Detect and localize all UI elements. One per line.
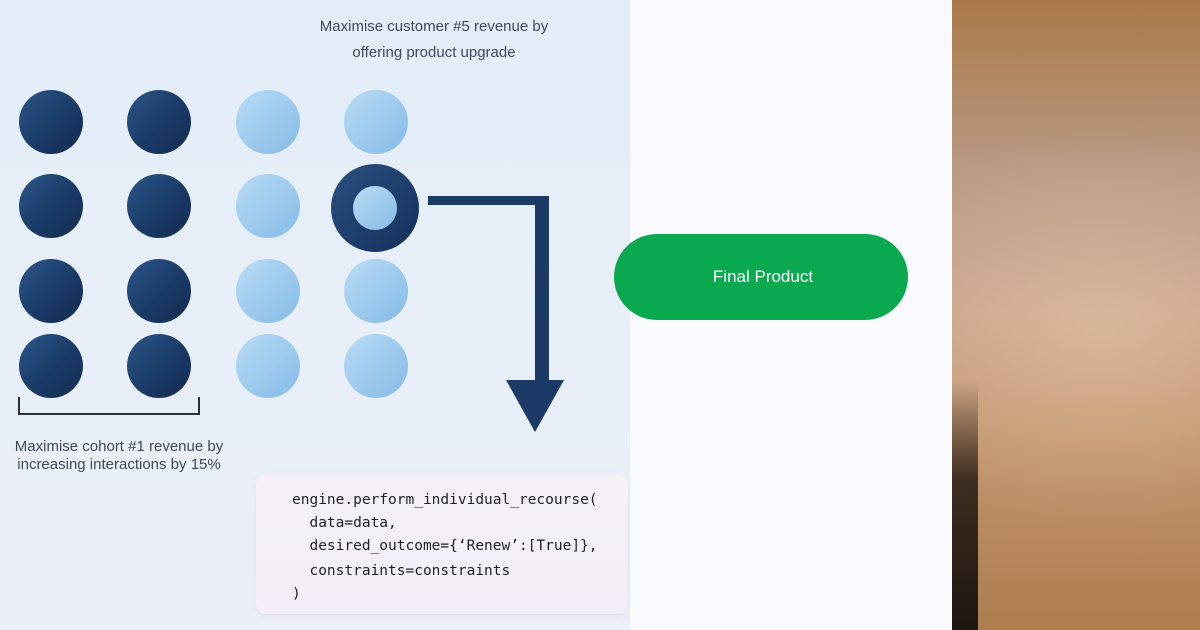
cohort-bracket: [18, 397, 200, 415]
customer-caption-line-1: Maximise customer #5 revenue by: [319, 18, 549, 35]
code-line: desired_outcome={‘Renew’:[True]},: [292, 538, 598, 554]
customer-dot-light: [344, 334, 408, 398]
selected-customer-dot: [331, 164, 419, 252]
photo-background: [952, 0, 1200, 630]
code-line: constraints=constraints: [292, 563, 511, 579]
customer-caption-line-2: offering product upgrade: [352, 44, 516, 61]
customer-dot-dark: [19, 334, 83, 398]
code-line: engine.perform_individual_recourse(: [292, 492, 598, 508]
customer-dot-light: [344, 259, 408, 323]
customer-dot-light: [236, 334, 300, 398]
customer-caption: Maximise customer #5 revenue by offering…: [300, 14, 568, 66]
customer-dot-dark: [19, 90, 83, 154]
cohort-caption-line-2: increasing interactions by 15%: [17, 456, 221, 473]
customer-dot-dark: [127, 174, 191, 238]
code-snippet: engine.perform_individual_recourse( data…: [256, 474, 628, 614]
diagram-panel: Maximise customer #5 revenue by offering…: [0, 0, 630, 630]
code-line: data=data,: [292, 515, 397, 531]
photo-dark-edge: [952, 380, 978, 630]
customer-dot-dark: [19, 259, 83, 323]
customer-dot-dark: [19, 174, 83, 238]
cohort-caption: Maximise cohort #1 revenue by increasing…: [8, 438, 230, 474]
flow-arrow-icon: [428, 196, 564, 432]
customer-dot-dark: [127, 259, 191, 323]
final-product-button[interactable]: Final Product: [614, 234, 908, 320]
customer-dot-light: [236, 259, 300, 323]
customer-dot-light: [236, 90, 300, 154]
customer-dot-dark: [127, 90, 191, 154]
customer-dot-dark: [127, 334, 191, 398]
cohort-caption-line-1: Maximise cohort #1 revenue by: [14, 438, 224, 455]
selected-customer-dot-center: [353, 186, 397, 230]
code-line: ): [292, 586, 301, 602]
customer-dot-light: [344, 90, 408, 154]
customer-dot-light: [236, 174, 300, 238]
